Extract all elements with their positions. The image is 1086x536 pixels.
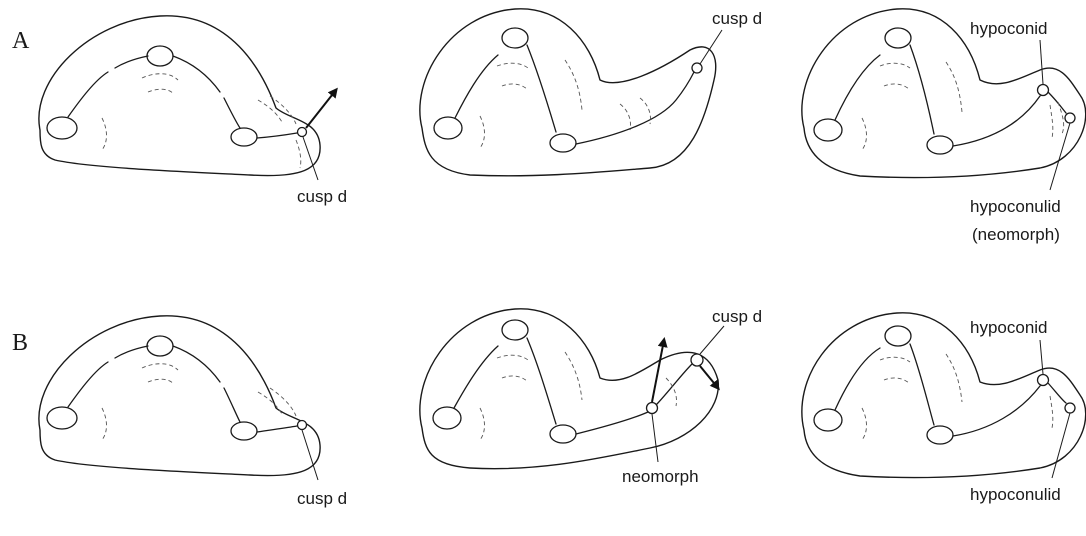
metaconid-cusp bbox=[502, 28, 528, 48]
metaconid-cusp bbox=[147, 336, 173, 356]
leader-line bbox=[1040, 40, 1043, 84]
growth-arrow-up bbox=[652, 340, 664, 402]
label-cusp-d: cusp d bbox=[712, 307, 762, 326]
protoconid-cusp bbox=[814, 409, 842, 431]
label-hypoconid: hypoconid bbox=[970, 19, 1048, 38]
entoconid-cusp bbox=[927, 426, 953, 444]
label-cusp-d: cusp d bbox=[297, 187, 347, 206]
hypoconid-cusp bbox=[1038, 85, 1049, 96]
entoconid-cusp bbox=[927, 136, 953, 154]
entoconid-cusp bbox=[231, 422, 257, 440]
leader-line bbox=[652, 414, 658, 462]
row-label-a: A bbox=[12, 28, 30, 54]
protoconid-cusp bbox=[47, 407, 77, 429]
entoconid-cusp bbox=[231, 128, 257, 146]
tooth-b2: cusp d neomorph bbox=[420, 307, 762, 486]
label-hypoconulid: hypoconulid bbox=[970, 485, 1061, 504]
label-neomorph: neomorph bbox=[622, 467, 699, 486]
metaconid-cusp bbox=[502, 320, 528, 340]
leader-line bbox=[303, 137, 318, 180]
row-label-b: B bbox=[12, 330, 28, 356]
hypoconulid-cusp bbox=[1065, 113, 1075, 123]
metaconid-cusp bbox=[885, 28, 911, 48]
protoconid-cusp bbox=[434, 117, 462, 139]
tooth-b1: cusp d bbox=[39, 316, 347, 508]
growth-arrow bbox=[306, 90, 336, 128]
protoconid-cusp bbox=[433, 407, 461, 429]
entoconid-cusp bbox=[550, 425, 576, 443]
hypoconulid-cusp bbox=[1065, 403, 1075, 413]
hypoconid-cusp bbox=[1038, 375, 1049, 386]
label-cusp-d: cusp d bbox=[712, 9, 762, 28]
tooth-b3: hypoconid hypoconulid bbox=[802, 313, 1086, 504]
leader-line bbox=[1052, 413, 1070, 478]
label-hypoconulid: hypoconulid bbox=[970, 197, 1061, 216]
growth-arrow-down bbox=[700, 366, 718, 388]
tooth-a2: cusp d bbox=[420, 9, 762, 176]
protoconid-cusp bbox=[47, 117, 77, 139]
cusp-d bbox=[298, 128, 307, 137]
leader-line bbox=[700, 326, 724, 354]
metaconid-cusp bbox=[147, 46, 173, 66]
label-neomorph: (neomorph) bbox=[972, 225, 1060, 244]
metaconid-cusp bbox=[885, 326, 911, 346]
label-cusp-d: cusp d bbox=[297, 489, 347, 508]
cusp-d bbox=[691, 354, 703, 366]
leader-line bbox=[302, 430, 318, 480]
entoconid-cusp bbox=[550, 134, 576, 152]
cusp-d bbox=[298, 421, 307, 430]
cusp-d bbox=[692, 63, 702, 73]
protoconid-cusp bbox=[814, 119, 842, 141]
label-hypoconid: hypoconid bbox=[970, 318, 1048, 337]
tooth-a3: hypoconid hypoconulid (neomorph) bbox=[802, 9, 1086, 244]
tooth-a1: cusp d bbox=[39, 16, 347, 206]
